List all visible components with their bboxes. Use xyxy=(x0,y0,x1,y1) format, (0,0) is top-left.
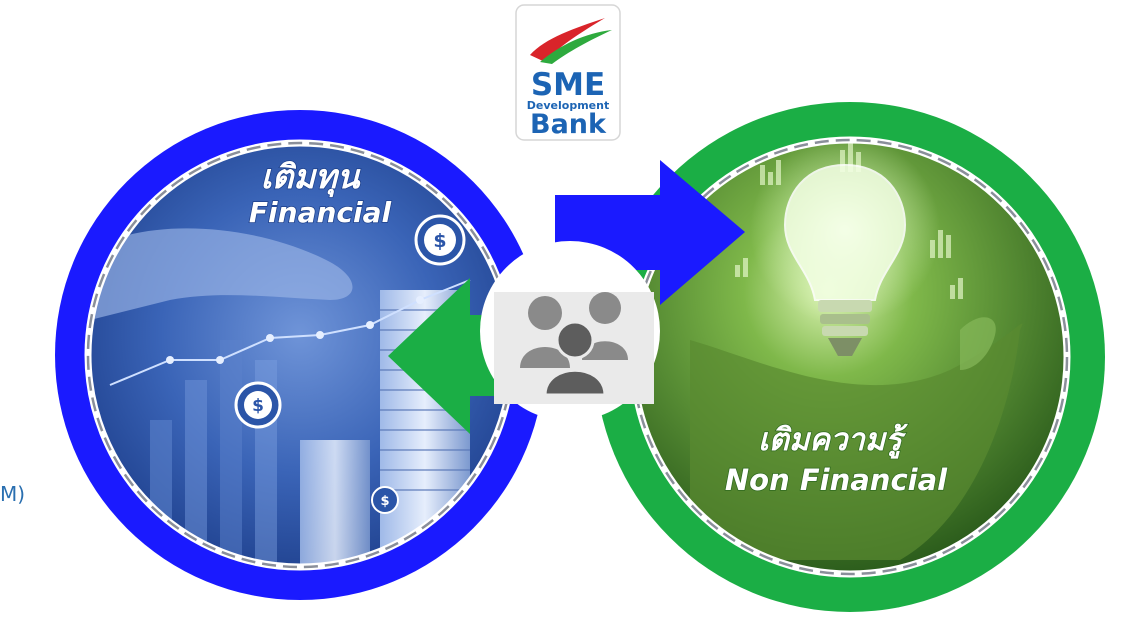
dollar-coin-icon: $ xyxy=(234,381,282,429)
light-bulb-icon xyxy=(750,135,940,356)
sme-bank-logo: SME Development Bank xyxy=(515,4,621,141)
svg-text:$: $ xyxy=(252,396,264,416)
non-financial-photo xyxy=(690,140,1023,560)
financial-english-label: Financial xyxy=(249,196,392,229)
center-badge xyxy=(480,241,660,421)
logo-line-3: Bank xyxy=(530,109,607,140)
financial-thai-label: เติมทุน xyxy=(261,157,361,198)
non-financial-english-label: Non Financial xyxy=(725,463,948,497)
user-group-icon xyxy=(520,292,628,397)
logo-line-1: SME xyxy=(531,67,605,103)
logo-line-2: Development xyxy=(527,99,609,112)
caption-fragment: M) xyxy=(0,482,26,506)
svg-text:$: $ xyxy=(380,494,389,509)
dollar-coin-icon: $ xyxy=(414,214,466,266)
dollar-coin-icon: $ xyxy=(371,486,399,514)
svg-text:$: $ xyxy=(433,230,446,252)
non-financial-circle: เติมความรู้ Non Financial xyxy=(595,102,1105,612)
non-financial-thai-label: เติมความรู้ xyxy=(758,422,909,459)
